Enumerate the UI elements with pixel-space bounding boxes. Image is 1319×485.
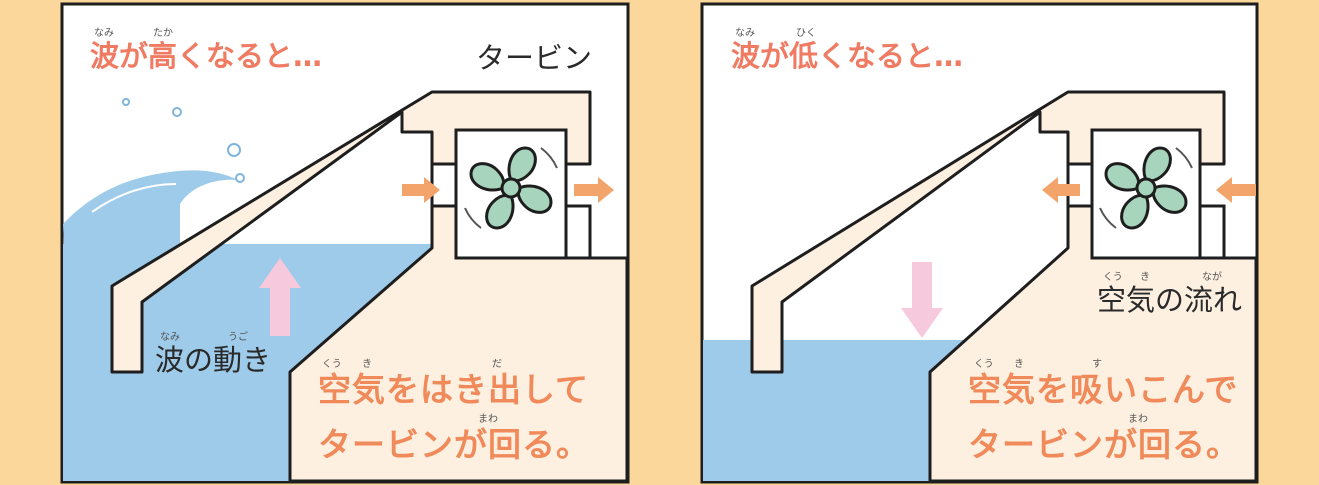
left-duct <box>110 90 592 374</box>
airflow-ruby-3: なが <box>1202 272 1222 283</box>
left-title-ruby-2: たか <box>153 28 173 39</box>
wave-motion-ruby-1: なみ <box>160 332 180 343</box>
right-airflow-arrow-out <box>1216 177 1256 203</box>
right-sea-water <box>703 340 973 481</box>
right-caption1-ruby-1: くう <box>974 359 994 370</box>
wave-motion-label: 波の動き <box>155 343 272 377</box>
left-wave-splash <box>63 170 238 244</box>
airflow-ruby-2: き <box>1140 272 1150 283</box>
left-panel <box>60 2 630 484</box>
right-airflow-arrow-in <box>1042 177 1080 203</box>
left-caption1-ruby-2: き <box>362 359 372 370</box>
left-water-up-arrow-icon <box>259 258 301 336</box>
airflow-label: 空気の流れ <box>1097 283 1243 317</box>
right-title: 波が低くなると… <box>731 39 964 73</box>
right-duct <box>750 90 1226 374</box>
left-caption-line2: タービンが回る。 <box>318 425 590 464</box>
right-title-ruby-2: ひく <box>796 28 816 39</box>
right-panel <box>700 2 1259 484</box>
right-caption-line1: 空気を吸いこんで <box>968 370 1239 409</box>
left-airflow-arrow-out <box>574 177 614 203</box>
left-airflow-arrow-in <box>402 177 440 203</box>
airflow-ruby-1: くう <box>1103 272 1123 283</box>
right-caption2-ruby: まわ <box>1128 414 1148 425</box>
left-title-ruby-1: なみ <box>94 28 114 39</box>
right-caption1-ruby-2: き <box>1014 359 1024 370</box>
right-caption1-ruby-3: す <box>1092 359 1102 370</box>
left-caption-line1: 空気をはき出して <box>318 370 590 409</box>
right-caption-line2: タービンが回る。 <box>968 425 1240 464</box>
left-title: 波が高くなると… <box>90 39 323 73</box>
left-caption1-ruby-3: だ <box>492 359 502 370</box>
turbine-label: タービン <box>476 41 593 75</box>
left-caption2-ruby: まわ <box>478 414 498 425</box>
right-water-down-arrow-icon <box>901 262 943 338</box>
left-caption1-ruby-1: くう <box>322 359 342 370</box>
right-title-ruby-1: なみ <box>735 28 755 39</box>
wave-motion-ruby-2: うご <box>228 332 248 343</box>
